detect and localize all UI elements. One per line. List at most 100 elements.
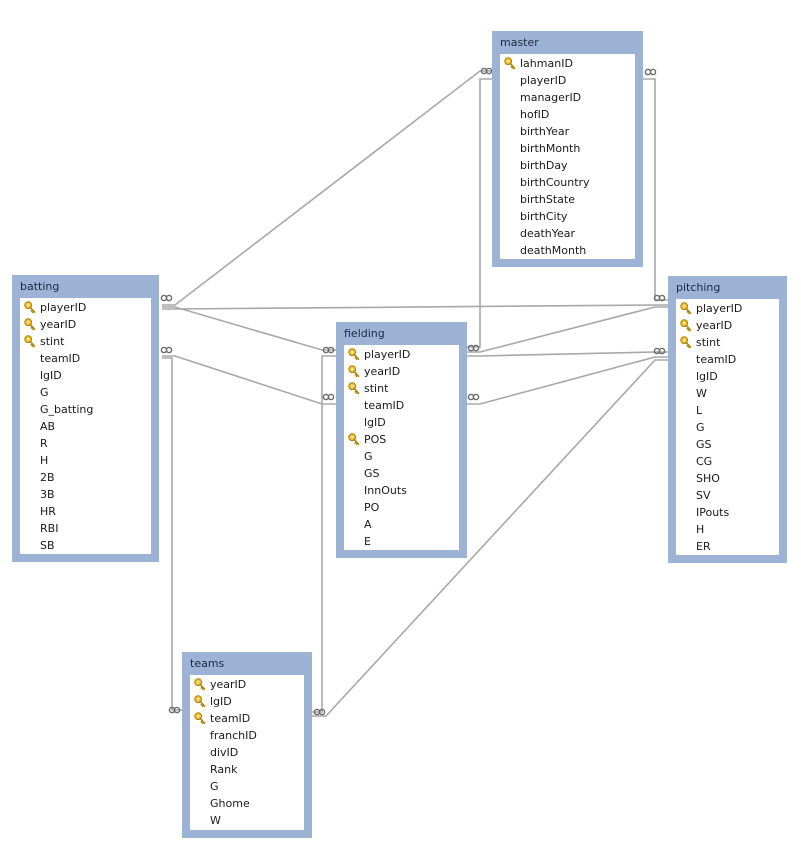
column-row[interactable]: H	[676, 521, 779, 538]
column-name: deathYear	[520, 227, 576, 240]
column-name: ER	[696, 540, 711, 553]
column-name: birthDay	[520, 159, 568, 172]
column-row[interactable]: GS	[676, 436, 779, 453]
column-row[interactable]: playerID	[20, 299, 151, 316]
column-row[interactable]: CG	[676, 453, 779, 470]
column-name: H	[40, 454, 49, 467]
column-name: managerID	[520, 91, 582, 104]
column-row[interactable]: G_batting	[20, 401, 151, 418]
column-row[interactable]: SHO	[676, 470, 779, 487]
rel-line-batting-pitching	[162, 304, 668, 310]
column-row[interactable]: Ghome	[190, 795, 304, 812]
column-row[interactable]: yearID	[344, 363, 459, 380]
column-row[interactable]: POS	[344, 431, 459, 448]
column-row[interactable]: SB	[20, 537, 151, 554]
column-row[interactable]: 2B	[20, 469, 151, 486]
column-row[interactable]: playerID	[344, 346, 459, 363]
column-row[interactable]: PO	[344, 499, 459, 516]
key-icon	[194, 712, 206, 725]
column-row[interactable]: birthCity	[500, 208, 635, 225]
column-row[interactable]: franchID	[190, 727, 304, 744]
column-name: birthYear	[520, 125, 570, 138]
column-name: yearID	[210, 678, 247, 691]
column-row[interactable]: hofID	[500, 106, 635, 123]
column-row[interactable]: playerID	[676, 300, 779, 317]
endpoints	[160, 67, 666, 716]
column-row[interactable]: stint	[676, 334, 779, 351]
column-row[interactable]: lgID	[190, 693, 304, 710]
column-row[interactable]: HR	[20, 503, 151, 520]
column-row[interactable]: Rank	[190, 761, 304, 778]
column-row[interactable]: G	[344, 448, 459, 465]
table-title: fielding	[344, 327, 385, 340]
column-row[interactable]: birthState	[500, 191, 635, 208]
column-row[interactable]: birthMonth	[500, 140, 635, 157]
column-row[interactable]: GS	[344, 465, 459, 482]
column-row[interactable]: InnOuts	[344, 482, 459, 499]
column-row[interactable]: H	[20, 452, 151, 469]
column-row[interactable]: deathYear	[500, 225, 635, 242]
column-row[interactable]: managerID	[500, 89, 635, 106]
infinity-icon	[467, 393, 480, 401]
infinity-icon	[160, 294, 173, 302]
column-name: 3B	[40, 488, 55, 501]
column-row[interactable]: yearID	[190, 676, 304, 693]
column-row[interactable]: 3B	[20, 486, 151, 503]
rel-line-fielding-pitching-b	[467, 351, 668, 357]
column-name: PO	[364, 501, 380, 514]
column-name: Ghome	[210, 797, 250, 810]
key-icon	[680, 302, 692, 315]
column-row[interactable]: lgID	[344, 414, 459, 431]
column-row[interactable]: SV	[676, 487, 779, 504]
column-row[interactable]: ER	[676, 538, 779, 555]
column-name: GS	[696, 438, 712, 451]
column-row[interactable]: teamID	[676, 351, 779, 368]
column-row[interactable]: stint	[344, 380, 459, 397]
rel-line-batting-fielding-b	[162, 355, 336, 405]
column-row[interactable]: teamID	[20, 350, 151, 367]
column-row[interactable]: stint	[20, 333, 151, 350]
column-name: hofID	[520, 108, 550, 121]
column-name: teamID	[696, 353, 737, 366]
column-row[interactable]: E	[344, 533, 459, 550]
column-row[interactable]: deathMonth	[500, 242, 635, 259]
column-row[interactable]: AB	[20, 418, 151, 435]
column-row[interactable]: L	[676, 402, 779, 419]
column-row[interactable]: playerID	[500, 72, 635, 89]
column-row[interactable]: divID	[190, 744, 304, 761]
column-row[interactable]: W	[190, 812, 304, 829]
column-row[interactable]: yearID	[20, 316, 151, 333]
column-row[interactable]: G	[676, 419, 779, 436]
column-row[interactable]: A	[344, 516, 459, 533]
rel-line-master-pitching	[643, 78, 668, 301]
column-row[interactable]: G	[20, 384, 151, 401]
column-row[interactable]: G	[190, 778, 304, 795]
key-icon	[194, 695, 206, 708]
infinity-icon	[653, 294, 666, 302]
column-row[interactable]: yearID	[676, 317, 779, 334]
column-row[interactable]: birthYear	[500, 123, 635, 140]
column-row[interactable]: birthDay	[500, 157, 635, 174]
column-name: stint	[696, 336, 721, 349]
column-name: lgID	[364, 416, 386, 429]
column-row[interactable]: lgID	[676, 368, 779, 385]
column-name: birthCity	[520, 210, 568, 223]
rel-line-master-batting	[162, 70, 492, 306]
column-row[interactable]: lgID	[20, 367, 151, 384]
key-icon	[24, 318, 36, 331]
column-row[interactable]: teamID	[344, 397, 459, 414]
column-row[interactable]: R	[20, 435, 151, 452]
column-row[interactable]: lahmanID	[500, 55, 635, 72]
column-row[interactable]: W	[676, 385, 779, 402]
column-row[interactable]: IPouts	[676, 504, 779, 521]
rel-line-pitching-teams	[312, 359, 668, 717]
column-row[interactable]: RBI	[20, 520, 151, 537]
column-row[interactable]: teamID	[190, 710, 304, 727]
column-row[interactable]: birthCountry	[500, 174, 635, 191]
